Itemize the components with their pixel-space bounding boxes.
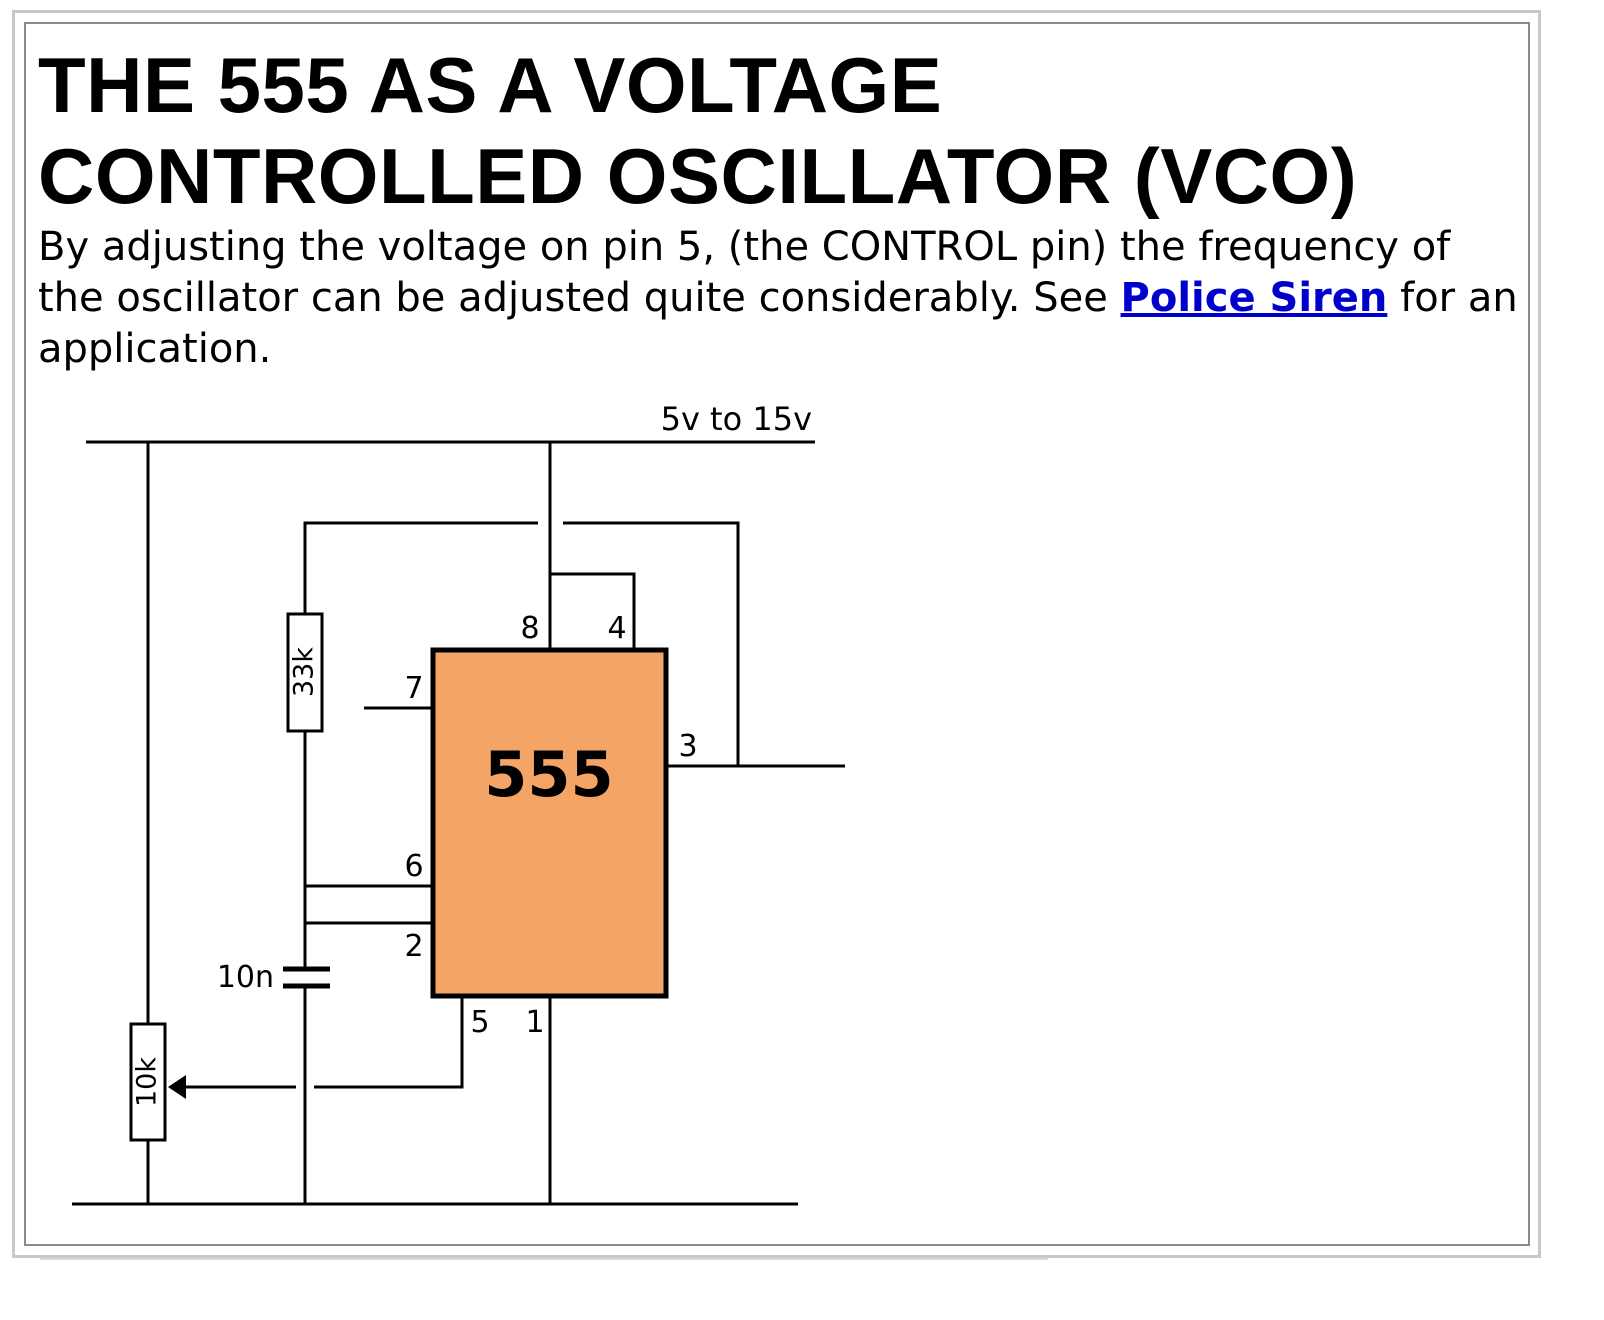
pin-7-label: 7: [404, 671, 423, 706]
capacitor-10n: [283, 966, 330, 989]
pin4-link-wire: [550, 572, 636, 650]
pin-4-label: 4: [607, 611, 626, 646]
pin-2-label: 2: [404, 929, 423, 964]
page-title: THE 555 AS A VOLTAGE CONTROLLED OSCILLAT…: [38, 41, 1358, 220]
pin5-control-wire: [314, 998, 464, 1089]
ic-555-label: 555: [484, 738, 613, 811]
pin-1-label: 1: [525, 1005, 544, 1040]
outer-frame: [12, 10, 1541, 1258]
potentiometer-10k-label: 10k: [132, 1057, 163, 1107]
wiper-arrow-icon: [168, 1075, 186, 1099]
intro-text-before: By adjusting the voltage on pin 5, (the …: [38, 224, 1451, 321]
inner-frame: [24, 22, 1530, 1246]
feedback-wire-left: [303, 521, 538, 614]
resistor-33k: [286, 612, 324, 733]
potentiometer-10k: [129, 1022, 167, 1142]
pin-8-label: 8: [520, 611, 539, 646]
resistor-33k-label: 33k: [289, 647, 320, 697]
pin-6-label: 6: [404, 849, 423, 884]
intro-text-after: for an application.: [38, 275, 1518, 372]
police-siren-link[interactable]: Police Siren: [1120, 275, 1388, 321]
circuit-wires: [72, 440, 845, 1206]
supply-voltage-label: 5v to 15v: [661, 400, 812, 438]
intro-paragraph: By adjusting the voltage on pin 5, (the …: [38, 222, 1518, 375]
feedback-wire-right: [563, 521, 740, 766]
ic-555-body: [430, 647, 669, 999]
bottom-rule: [40, 1258, 1048, 1260]
pin-3-label: 3: [678, 729, 697, 764]
capacitor-10n-label: 10n: [217, 960, 274, 995]
pin-5-label: 5: [470, 1005, 489, 1040]
